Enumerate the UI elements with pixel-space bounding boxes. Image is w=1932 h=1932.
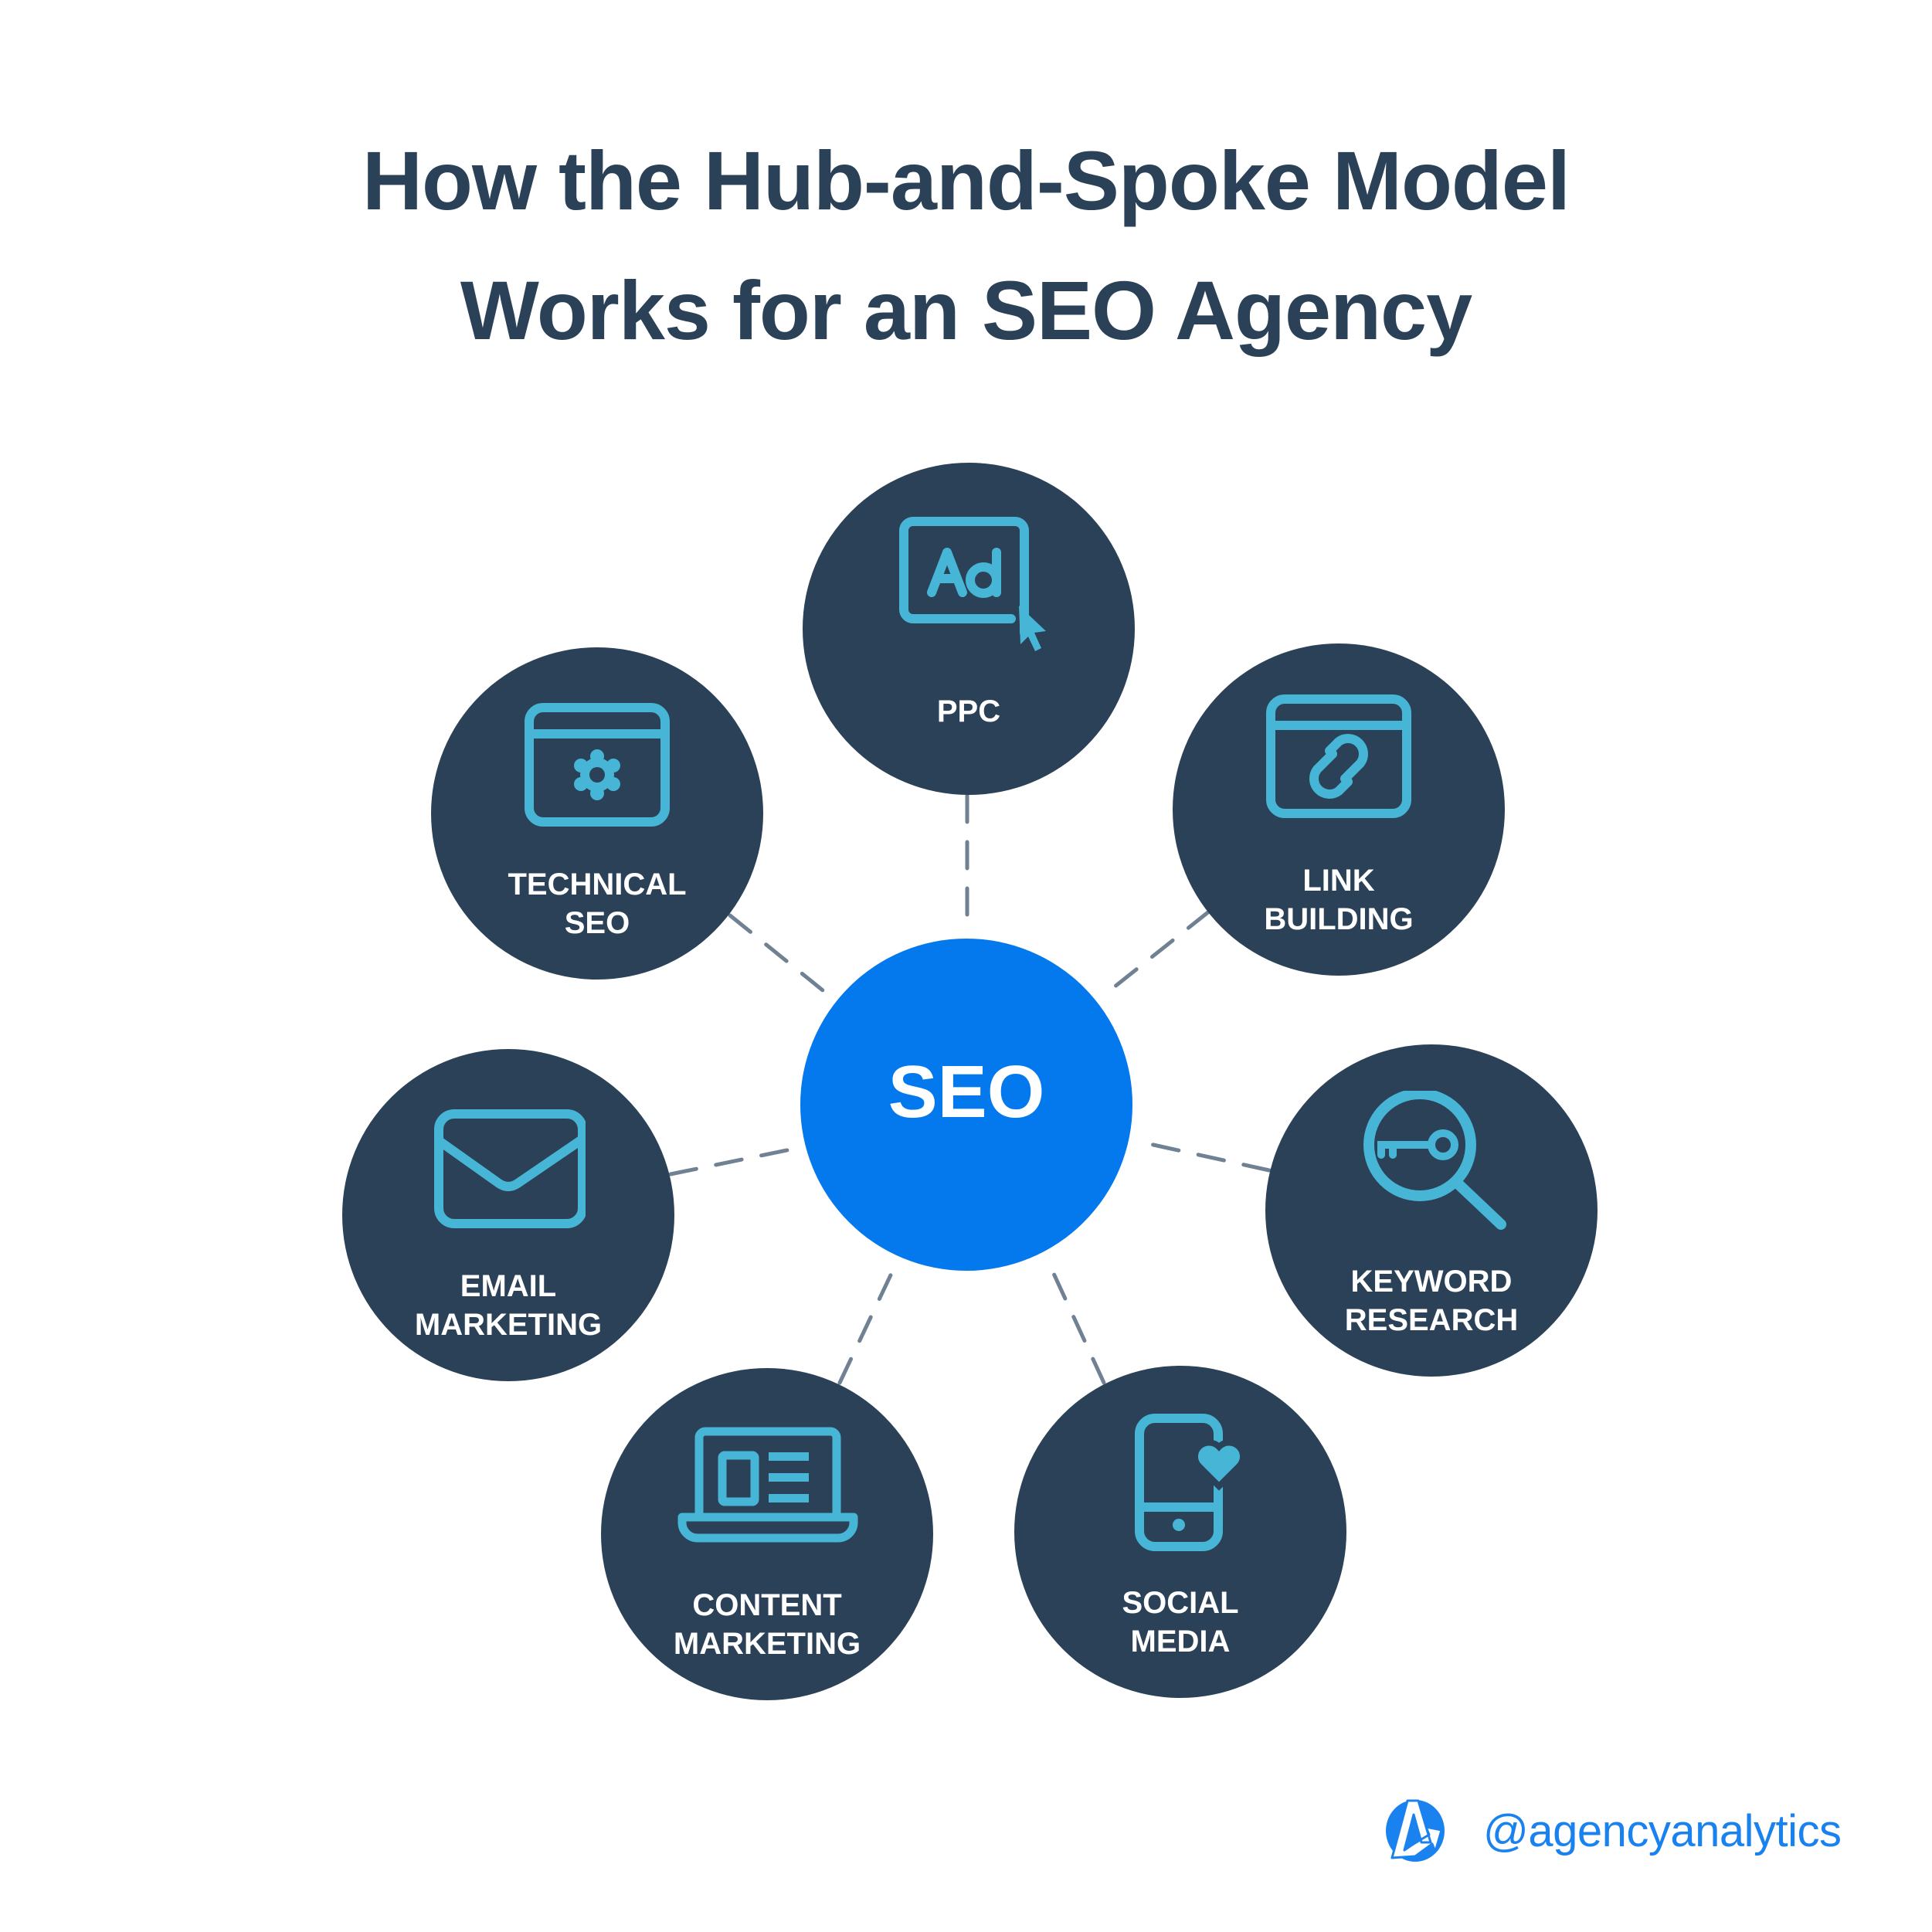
connector-content-marketing — [837, 1265, 897, 1385]
title-line-1: How the Hub-and-Spoke Model — [362, 134, 1570, 227]
spoke-ppc: PPC — [803, 463, 1135, 795]
spoke-label: SOCIAL MEDIA — [1014, 1584, 1346, 1661]
spoke-label: EMAIL MARKETING — [342, 1267, 674, 1344]
page-title: How the Hub-and-Spoke Model Works for an… — [0, 116, 1932, 375]
spoke-label-line2: MARKETING — [414, 1308, 603, 1342]
connector-email-marketing — [668, 1145, 804, 1177]
spoke-email-marketing: EMAIL MARKETING — [342, 1049, 674, 1381]
agencyanalytics-logo-icon — [1386, 1799, 1445, 1862]
brand-footer: @agencyanalytics — [1383, 1792, 1842, 1869]
title-line-2: Works for an SEO Agency — [460, 263, 1472, 357]
spoke-label: CONTENT MARKETING — [601, 1586, 933, 1663]
spoke-link-building: LINK BUILDING — [1173, 643, 1505, 976]
connector-technical-seo — [728, 913, 833, 999]
magnifier-key-icon — [1363, 1091, 1506, 1230]
connector-link-building — [1104, 909, 1211, 996]
spoke-label: KEYWORD RESEARCH — [1265, 1262, 1598, 1339]
laptop-article-icon — [677, 1427, 858, 1543]
browser-link-icon — [1266, 694, 1411, 818]
spoke-label-line2: SEO — [564, 906, 630, 940]
connector-social-media — [1048, 1265, 1106, 1385]
spoke-label-line1: PPC — [936, 694, 1001, 728]
spoke-label: TECHNICAL SEO — [431, 865, 763, 942]
spoke-label: PPC — [803, 692, 1135, 731]
connector-keyword-research — [1137, 1139, 1272, 1173]
envelope-icon — [434, 1109, 586, 1228]
browser-gear-icon — [525, 703, 670, 827]
spoke-content-marketing: CONTENT MARKETING — [601, 1368, 933, 1700]
spoke-label-line1: EMAIL — [460, 1269, 557, 1303]
spoke-label-line1: LINK — [1302, 864, 1375, 898]
spoke-keyword-research: KEYWORD RESEARCH — [1265, 1044, 1598, 1377]
spoke-label-line1: KEYWORD — [1350, 1265, 1513, 1299]
spoke-label-line2: MARKETING — [673, 1627, 861, 1661]
hub-seo: SEO — [800, 939, 1132, 1271]
ad-click-icon — [899, 517, 1046, 651]
spoke-label-line1: CONTENT — [692, 1588, 842, 1622]
spoke-label-line2: MEDIA — [1130, 1625, 1231, 1659]
spoke-label-line1: SOCIAL — [1122, 1586, 1239, 1620]
spoke-label-line1: TECHNICAL — [508, 868, 687, 901]
spoke-label: LINK BUILDING — [1173, 861, 1505, 939]
brand-handle: @agencyanalytics — [1483, 1805, 1842, 1856]
spoke-label-line2: BUILDING — [1264, 902, 1414, 936]
phone-heart-icon — [1135, 1414, 1247, 1551]
spoke-technical-seo: TECHNICAL SEO — [431, 647, 763, 980]
spoke-social-media: SOCIAL MEDIA — [1014, 1366, 1346, 1698]
hub-label: SEO — [888, 1051, 1045, 1133]
spoke-label-line2: RESEARCH — [1344, 1303, 1519, 1337]
